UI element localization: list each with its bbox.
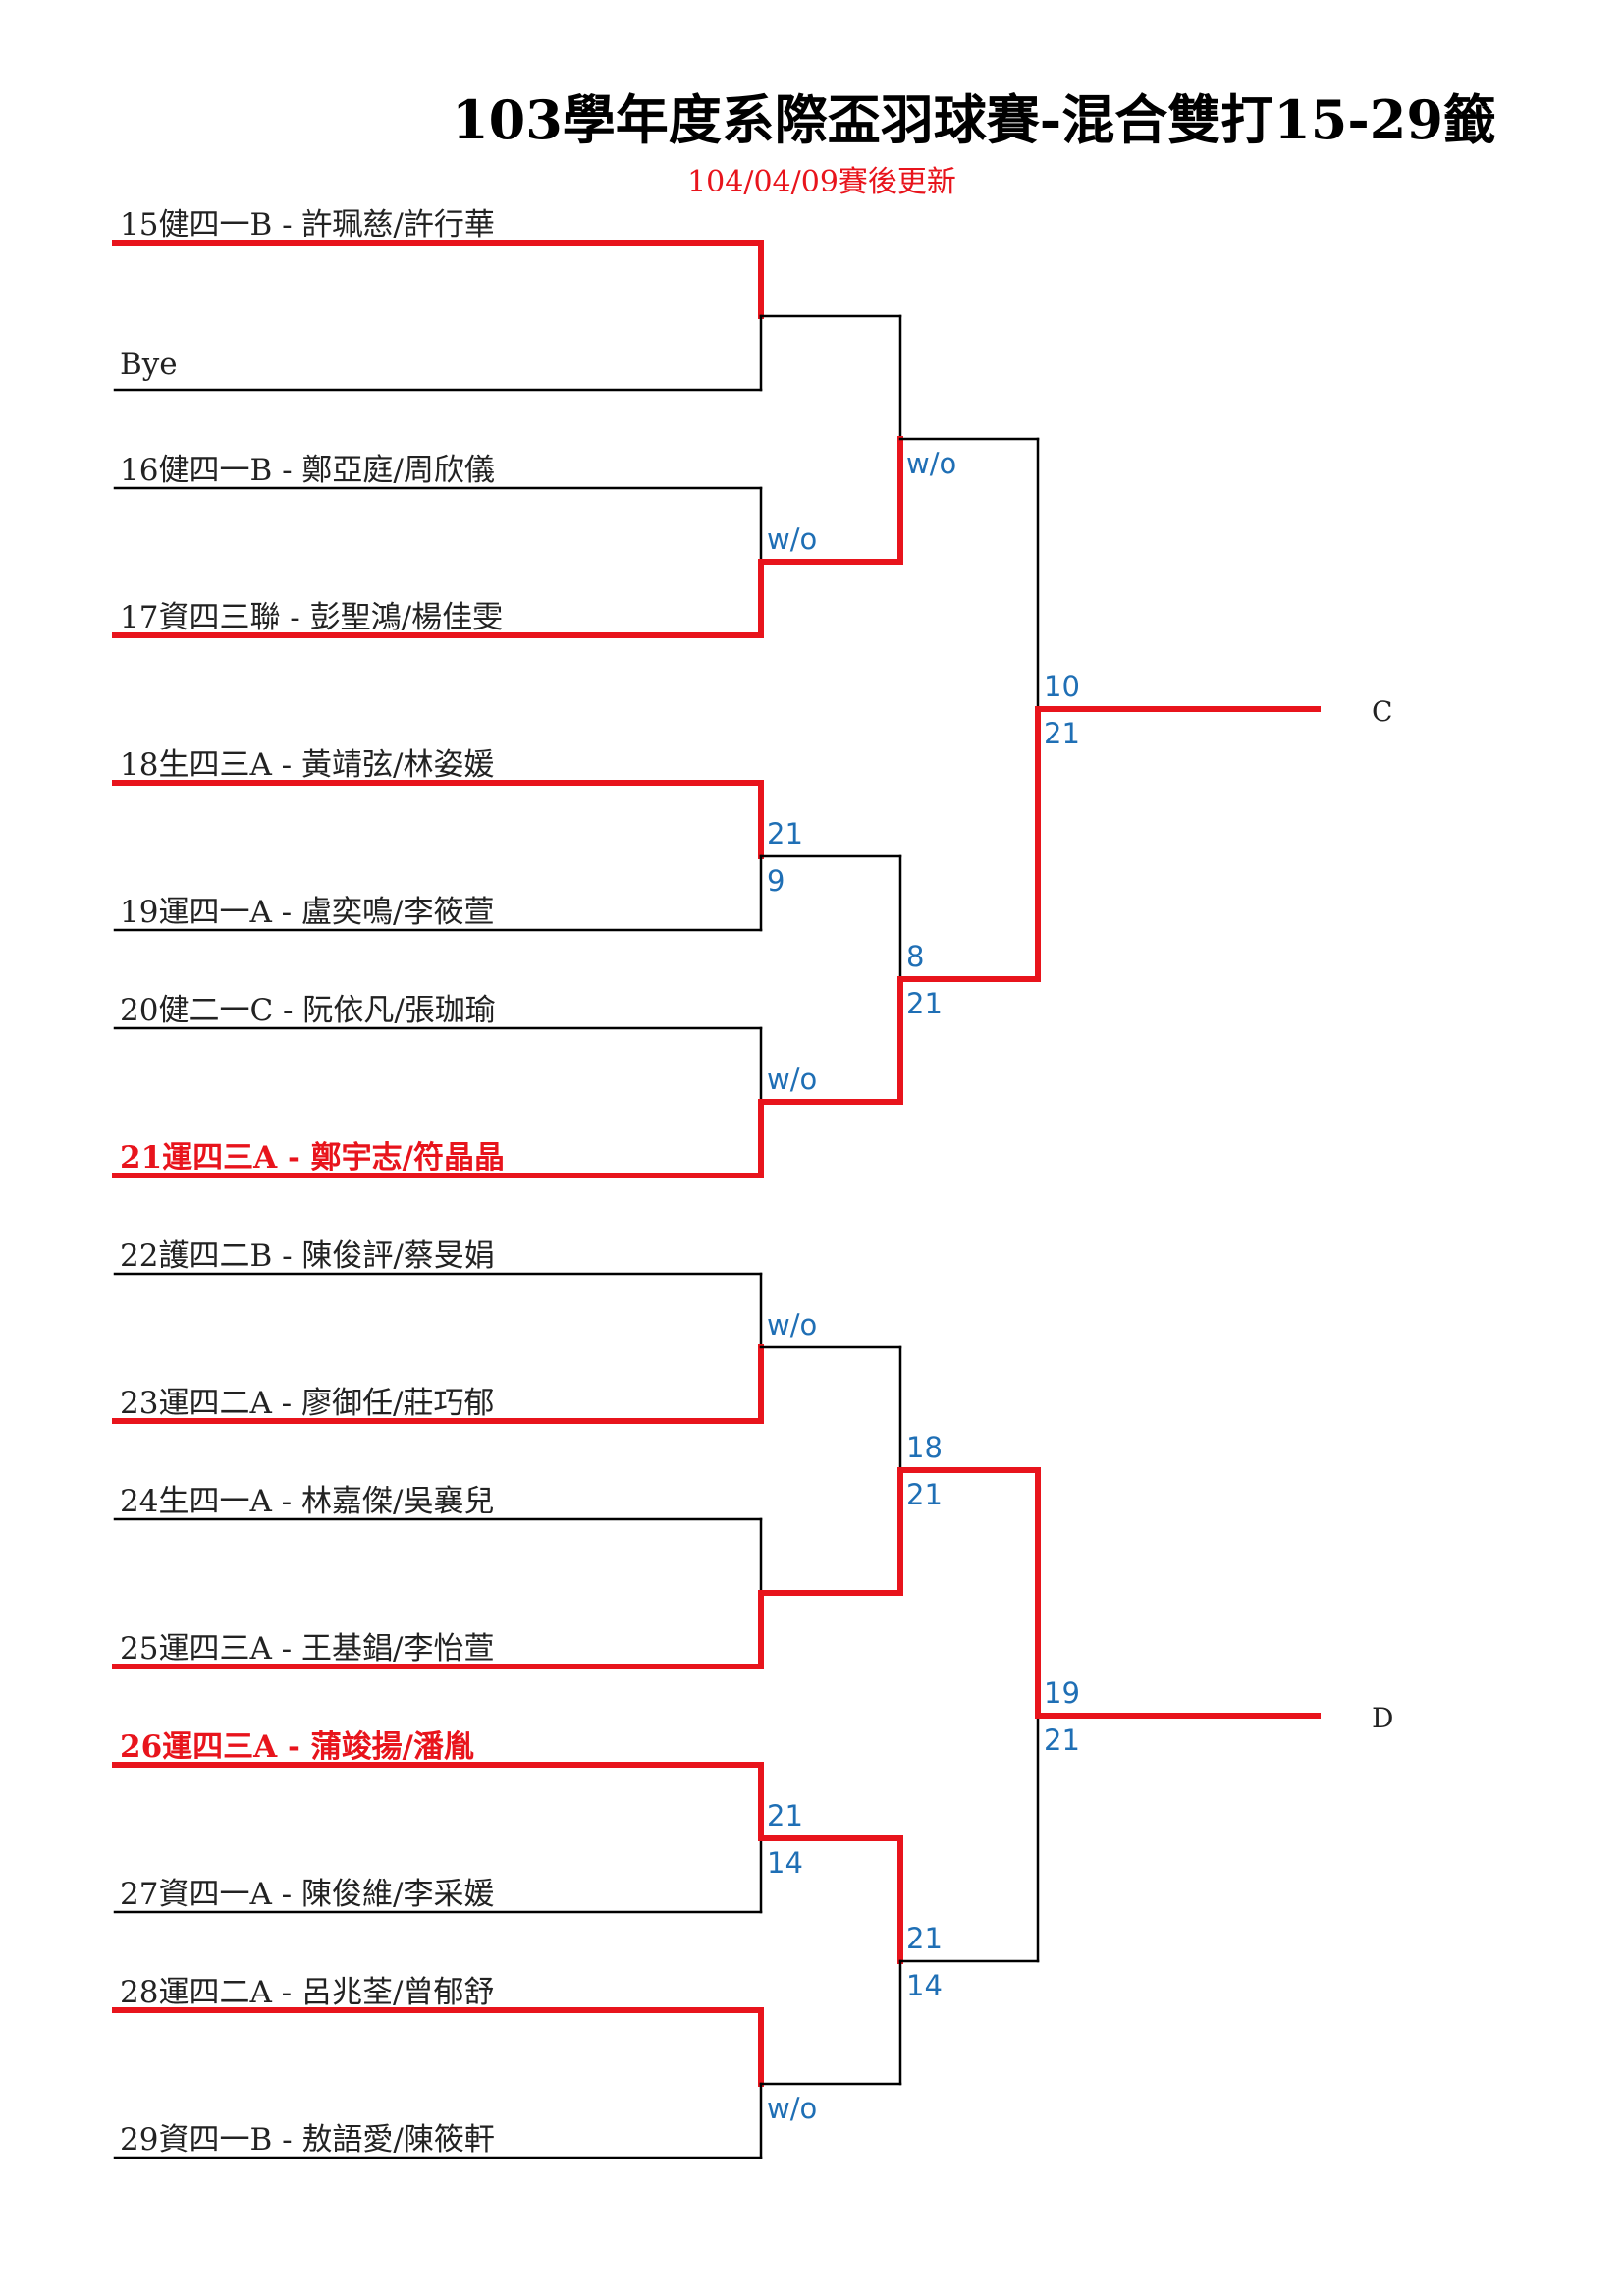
score-bottom: 14 (906, 1969, 943, 2002)
entry-label: 18生四三A - 黃靖弦/林姿媛 (120, 747, 495, 783)
slot-label: C (1372, 695, 1393, 728)
entry-label: Bye (120, 347, 178, 382)
score-bottom: w/o (906, 447, 957, 480)
score-top: 19 (1044, 1676, 1080, 1710)
score-top: 21 (767, 817, 803, 850)
slot-label: D (1372, 1702, 1394, 1734)
entry-label: 19運四一A - 盧奕鳴/李筱萱 (120, 895, 495, 930)
page-subtitle: 104/04/09賽後更新 (687, 165, 956, 199)
entry-label: 17資四三聯 - 彭聖鴻/楊佳雯 (120, 600, 504, 635)
score-top: 21 (906, 1922, 943, 1955)
score-bottom: 14 (767, 1846, 803, 1880)
score-top: 18 (906, 1431, 943, 1464)
score-top: w/o (767, 1063, 818, 1096)
score-top: 21 (767, 1799, 803, 1832)
score-bottom: 21 (1044, 1723, 1080, 1757)
entry-label: 22護四二B - 陳俊評/蔡旻娟 (120, 1238, 495, 1274)
entry-label: 21運四三A - 鄭宇志/符晶晶 (120, 1140, 505, 1175)
entry-label: 24生四一A - 林嘉傑/吳襄兒 (120, 1484, 495, 1519)
entry-label: 26運四三A - 蒲竣揚/潘胤 (120, 1729, 474, 1765)
entry-label: 28運四二A - 呂兆荃/曾郁舒 (120, 1975, 495, 2010)
score-top: 8 (906, 940, 925, 973)
entry-label: 29資四一B - 敖語愛/陳筱軒 (120, 2122, 495, 2158)
entry-label: 16健四一B - 鄭亞庭/周欣儀 (120, 453, 495, 488)
entry-label: 25運四三A - 王基錩/李怡萱 (120, 1631, 495, 1667)
entry-label: 27資四一A - 陳俊維/李采媛 (120, 1877, 495, 1912)
entry-label: 20健二一C - 阮依凡/張珈瑜 (120, 993, 496, 1028)
entry-label: 15健四一B - 許珮慈/許行華 (120, 207, 495, 243)
score-top: w/o (767, 522, 818, 556)
score-top: 10 (1044, 670, 1080, 703)
score-bottom: 21 (906, 1478, 943, 1511)
page-title: 103學年度系際盃羽球賽-混合雙打15-29籤 (452, 88, 1496, 151)
score-bottom: w/o (767, 2092, 818, 2125)
score-bottom: 9 (767, 864, 785, 898)
score-top: w/o (767, 1308, 818, 1341)
score-bottom: 21 (1044, 717, 1080, 750)
entry-label: 23運四二A - 廖御任/莊巧郁 (120, 1386, 495, 1421)
score-bottom: 21 (906, 987, 943, 1020)
